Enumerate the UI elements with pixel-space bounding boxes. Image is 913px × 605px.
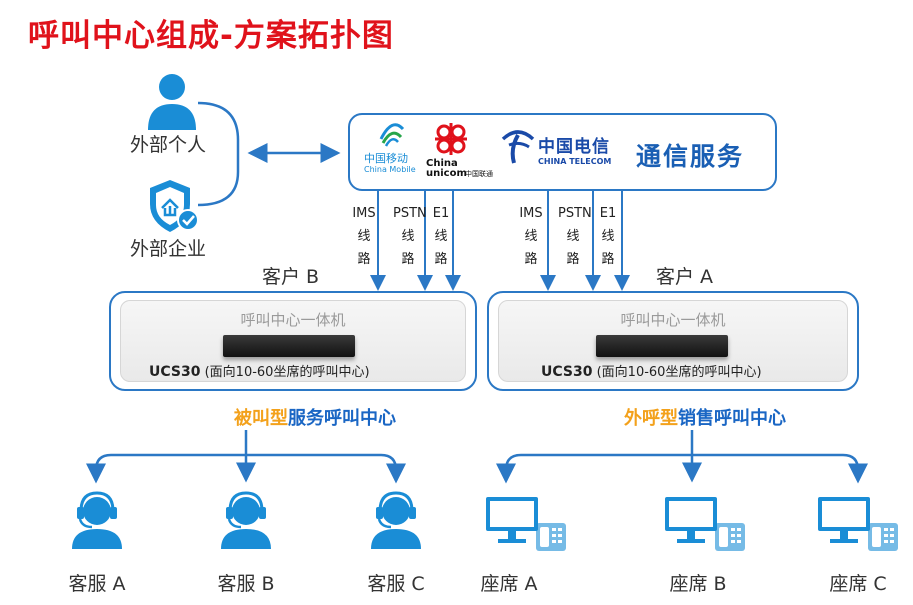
china-mobile-name: 中国移动 [364,152,408,165]
person-icon [148,74,196,130]
customer-a-label: 客户 A [656,266,714,288]
type-highlight: 被叫型 [234,408,288,429]
line-type-ims: IMS 线 路 [352,206,376,267]
china-unicom-en-top: China [426,158,458,169]
call-center-title: 呼叫中心一体机 [620,311,726,329]
call-center-panel: 呼叫中心一体机 [120,300,466,382]
type-rest: 销售呼叫中心 [678,408,786,429]
device-model-line: UCS30 (面向10-60坐席的呼叫中心) [541,361,762,380]
line-type-pstn: PSTN 线 路 [393,206,427,267]
device-model-desc: (面向10-60坐席的呼叫中心) [596,365,762,380]
type-rest: 服务呼叫中心 [288,408,396,429]
agent-label: 客服 C [367,573,425,595]
external-bracket [197,101,240,207]
line-type-e1: E1 线 路 [432,206,450,267]
desktop-phone-icon [818,497,898,551]
communication-service-label: 通信服务 [636,142,745,171]
carrier-service-box: 中国移动 China Mobile China unicom 中国联通 中国电信… [348,113,777,191]
ucs30-device-image [223,335,355,357]
external-person-label: 外部个人 [130,134,207,156]
call-center-type-b: 被叫型服务呼叫中心 [234,404,396,430]
china-unicom-en-bottom: unicom [426,168,467,179]
page-title: 呼叫中心组成-方案拓扑图 [28,18,394,54]
call-center-type-a: 外呼型销售呼叫中心 [624,404,786,430]
line-type-ims: IMS 线 路 [519,206,543,267]
device-model-line: UCS30 (面向10-60坐席的呼叫中心) [149,361,370,380]
call-center-title: 呼叫中心一体机 [240,311,346,329]
agent-label: 客服 A [68,573,126,595]
seat-label: 座席 A [480,573,538,595]
china-telecom-logo-icon [501,130,535,164]
call-center-box-a: 呼叫中心一体机 UCS30 (面向10-60坐席的呼叫中心) [487,291,859,391]
line-type-pstn: PSTN 线 路 [558,206,592,267]
enterprise-shield-icon [150,180,199,232]
china-telecom-name: 中国电信 [538,137,610,157]
agent-label: 客服 B [217,573,275,595]
headset-agent-icon [221,491,271,549]
seat-label: 座席 B [669,573,727,595]
china-unicom-logo-icon [435,123,467,155]
desktop-phone-icon [665,497,745,551]
device-model: UCS30 [149,364,201,380]
type-highlight: 外呼型 [624,408,678,429]
seat-label: 座席 C [829,573,887,595]
line-type-e1: E1 线 路 [599,206,617,267]
external-enterprise-label: 外部企业 [130,238,207,260]
call-center-box-b: 呼叫中心一体机 UCS30 (面向10-60坐席的呼叫中心) [109,291,477,391]
call-center-panel: 呼叫中心一体机 [498,300,848,382]
device-model: UCS30 [541,364,593,380]
headset-agent-icon [371,491,421,549]
customer-b-label: 客户 B [262,266,320,288]
desktop-phone-icon [486,497,566,551]
china-unicom-name: 中国联通 [465,170,493,178]
china-telecom-en: CHINA TELECOM [538,157,612,166]
headset-agent-icon [72,491,122,549]
ucs30-device-image [596,335,728,357]
china-mobile-en: China Mobile [364,165,416,174]
device-model-desc: (面向10-60坐席的呼叫中心) [204,365,370,380]
china-mobile-logo-icon [379,123,405,147]
